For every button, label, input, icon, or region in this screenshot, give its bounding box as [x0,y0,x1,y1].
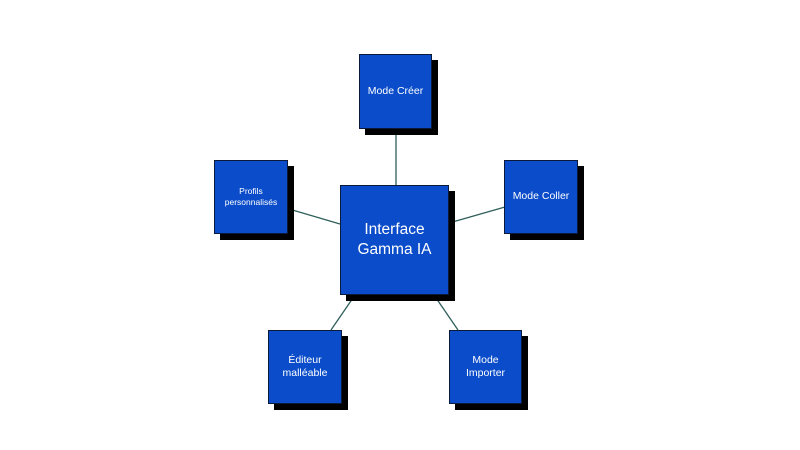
node-mode-creer-label: Mode Créer [367,84,424,97]
connector-profils [288,208,341,225]
node-importer-label-line1: Mode [472,353,499,366]
node-editeur-label-line1: Éditeur [288,353,322,366]
node-mode-importer: Mode Importer [449,330,522,404]
center-label-line2: Gamma IA [357,241,432,258]
node-mode-coller: Mode Coller [504,160,578,234]
node-profils-personnalises: Profils personnalisés [214,160,288,234]
node-profils-label-line1: Profils [239,186,263,197]
node-mode-coller-label: Mode Coller [512,190,570,203]
center-label-line1: Interface [364,220,425,238]
node-editeur-malleable: Éditeur malléable [268,330,342,404]
connector-editeur [330,294,356,331]
connector-importer [433,294,459,331]
connector-coller [448,206,506,224]
node-editeur-label-line2: malléable [282,367,328,379]
node-mode-creer: Mode Créer [359,54,432,129]
node-interface-gamma-ia: Interface Gamma IA [340,185,449,295]
node-profils-label-line2: personnalisés [224,197,278,207]
node-importer-label-line2: Importer [465,367,506,379]
